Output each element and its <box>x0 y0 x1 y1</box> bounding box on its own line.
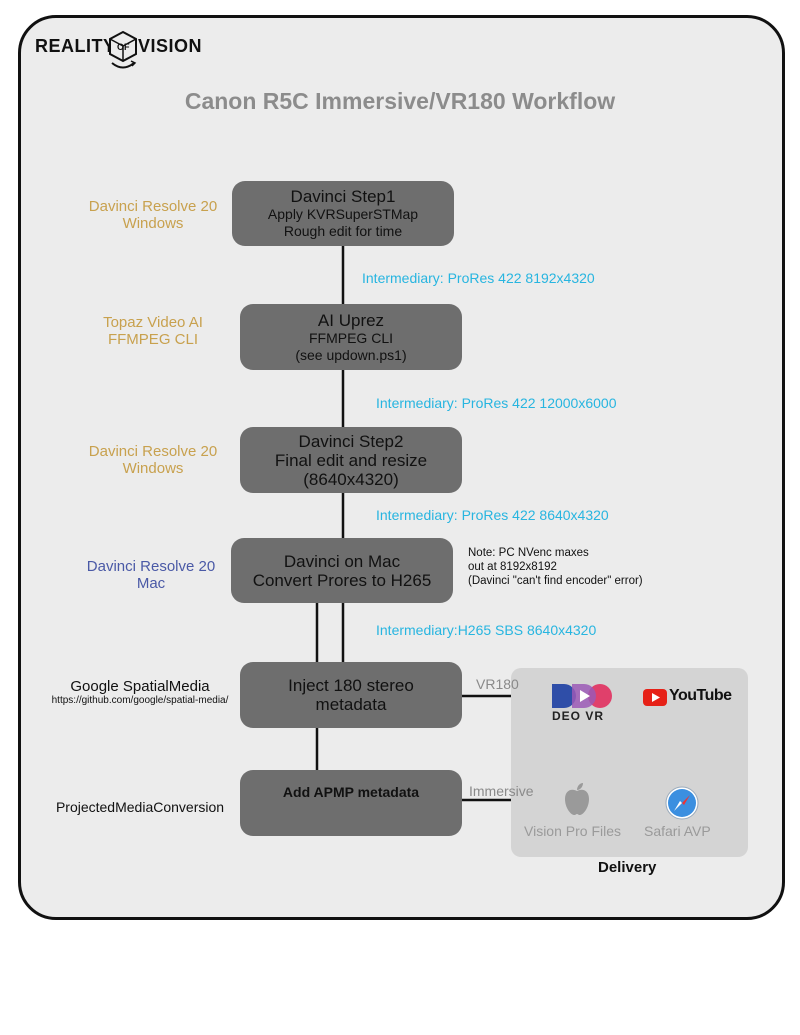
intermediary-label: Intermediary: ProRes 422 8640x4320 <box>376 507 609 523</box>
step-heading: Davinci on Mac <box>283 551 401 571</box>
reality-of-vision-logo: REALITY OF VISION <box>35 30 205 75</box>
step-apmp: Add APMP metadata <box>240 770 462 836</box>
safari-avp-label: Safari AVP <box>644 823 711 839</box>
deovr-icon <box>552 684 612 708</box>
logo-word-vision: VISION <box>138 36 203 56</box>
delivery-label: Delivery <box>598 859 657 876</box>
edge-label-immersive: Immersive <box>469 783 534 799</box>
cube-icon <box>109 30 137 69</box>
step-line: metadata <box>315 695 387 714</box>
step-line: Convert Prores to H265 <box>252 570 432 590</box>
logo-word-of: OF <box>117 42 130 52</box>
step-ai-uprez: AI Uprez FFMPEG CLI (see updown.ps1) <box>240 304 462 370</box>
step-line: Rough edit for time <box>283 223 403 239</box>
delivery-panel <box>511 668 748 857</box>
youtube-label: YouTube <box>669 687 732 704</box>
edge-label-vr180: VR180 <box>476 676 519 692</box>
step-line: Apply KVRSuperSTMap <box>267 206 419 222</box>
step-davinci-mac: Davinci on Mac Convert Prores to H265 <box>231 538 453 603</box>
step-line: FFMPEG CLI <box>308 329 393 346</box>
step-heading: Inject 180 stereo <box>288 676 414 695</box>
step-heading: Davinci Step2 <box>298 431 404 451</box>
vision-pro-files-label: Vision Pro Files <box>524 823 622 839</box>
youtube-icon <box>643 689 667 706</box>
tool-label: ProjectedMediaConversion <box>55 799 225 815</box>
page-title: Canon R5C Immersive/VR180 Workflow <box>184 88 616 114</box>
step-davinci-step1: Davinci Step1 Apply KVRSuperSTMap Rough … <box>232 181 454 246</box>
step-inject-stereo: Inject 180 stereo metadata <box>240 662 462 728</box>
safari-icon <box>665 786 699 820</box>
step-line: (8640x4320) <box>303 469 399 489</box>
step-heading: Davinci Step1 <box>290 187 396 206</box>
tool-label: Google SpatialMedia https://github.com/g… <box>40 678 240 707</box>
spatial-media-url: https://github.com/google/spatial-media/ <box>51 695 229 706</box>
intermediary-label: Intermediary: ProRes 422 12000x6000 <box>376 395 617 411</box>
intermediary-label: Intermediary: ProRes 422 8192x4320 <box>362 270 595 286</box>
intermediary-label: Intermediary:H265 SBS 8640x4320 <box>376 622 597 638</box>
step-heading: Add APMP metadata <box>282 784 420 800</box>
step-heading: AI Uprez <box>317 310 385 330</box>
step-line: (see updown.ps1) <box>295 346 407 363</box>
deovr-label: DEO VR <box>552 709 605 723</box>
step-davinci-step2: Davinci Step2 Final edit and resize (864… <box>240 427 462 493</box>
logo-word-reality: REALITY <box>35 36 116 56</box>
apple-icon <box>565 783 589 815</box>
step-line: Final edit and resize <box>274 450 428 470</box>
